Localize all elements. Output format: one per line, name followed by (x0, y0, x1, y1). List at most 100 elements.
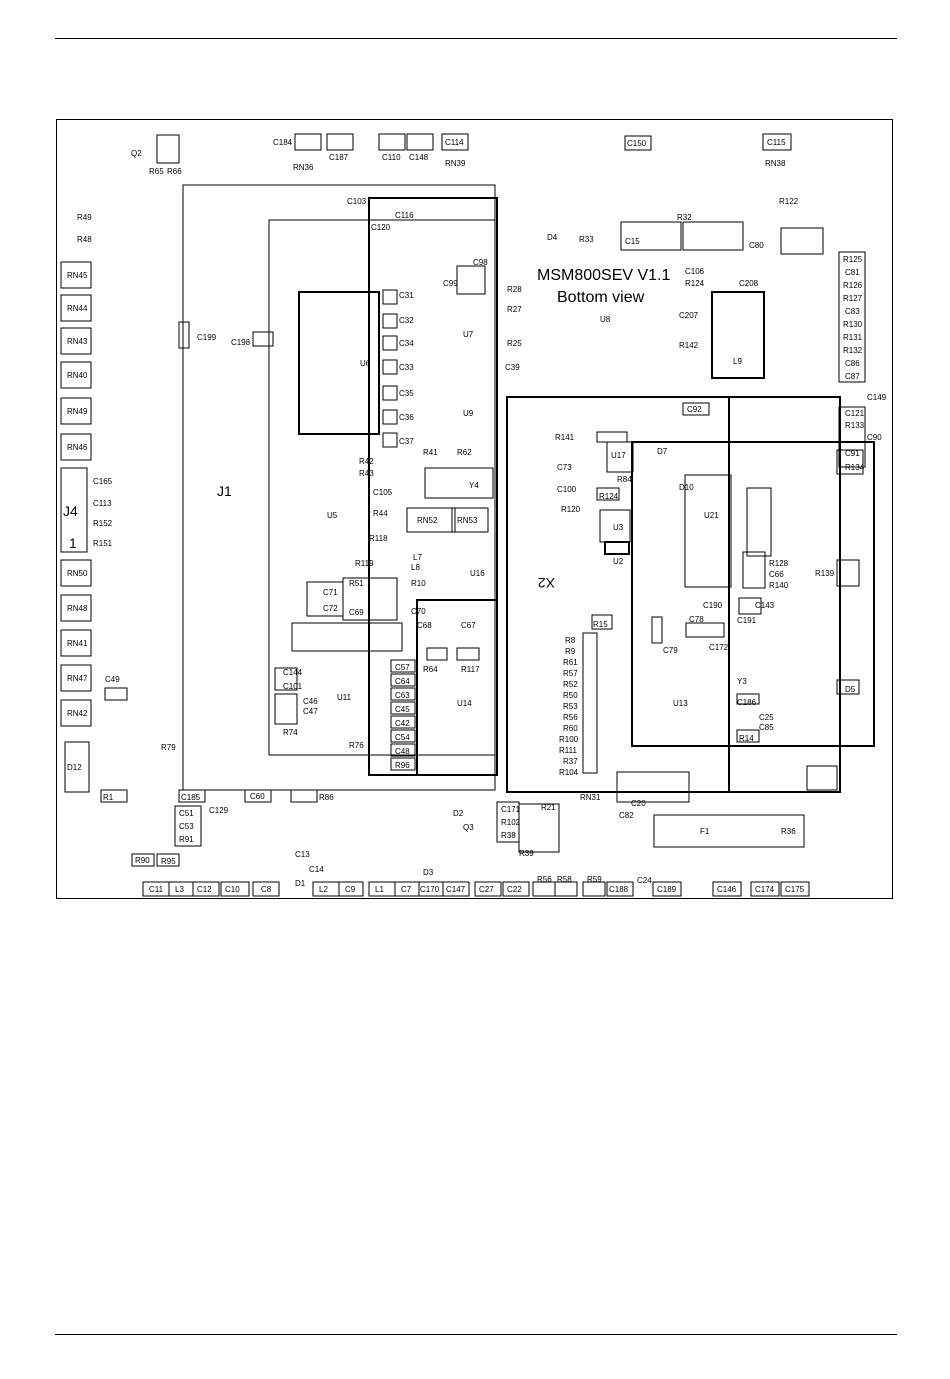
c60-cap (178, 789, 206, 803)
r32-resistor (682, 221, 744, 251)
svg-text:R60: R60 (563, 724, 578, 733)
svg-text:C101: C101 (283, 682, 303, 691)
board-title: MSM800SEV V1.1 (537, 267, 671, 284)
rn36-label: RN36 (293, 163, 314, 172)
svg-text:R142: R142 (679, 341, 699, 350)
svg-text:C27: C27 (479, 885, 494, 894)
svg-text:R133: R133 (845, 421, 865, 430)
svg-text:C190: C190 (703, 601, 723, 610)
svg-text:C189: C189 (657, 885, 677, 894)
svg-text:C82: C82 (619, 811, 634, 820)
svg-text:C80: C80 (749, 241, 764, 250)
u14-cap-labels: C57 C64 C63 C45 C42 C54 C48 R96 (395, 663, 410, 770)
svg-text:R32: R32 (677, 213, 692, 222)
c150-box (624, 135, 652, 151)
svg-text:RN48: RN48 (67, 604, 88, 613)
svg-text:R118: R118 (369, 534, 388, 543)
svg-text:RN47: RN47 (67, 674, 88, 683)
svg-text:C48: C48 (395, 747, 410, 756)
svg-text:R64: R64 (423, 665, 438, 674)
svg-text:R122: R122 (779, 197, 799, 206)
c184-box (294, 133, 322, 151)
svg-text:L7: L7 (413, 553, 422, 562)
c44-c50-array (291, 622, 403, 652)
u8-label: U8 (600, 315, 611, 324)
bottom-row-boxes (142, 881, 810, 897)
u13-label: U13 (673, 699, 688, 708)
svg-text:C33: C33 (399, 363, 414, 372)
svg-text:R57: R57 (563, 669, 578, 678)
svg-text:C63: C63 (395, 691, 410, 700)
u21-label: U21 (704, 511, 719, 520)
c80-group (780, 227, 824, 255)
c186-cap (746, 487, 772, 557)
u6-cap-boxes (382, 289, 398, 448)
c148-box (406, 133, 434, 151)
u6-chip (298, 291, 380, 435)
svg-text:C54: C54 (395, 733, 410, 742)
c73-cap (682, 402, 710, 416)
svg-text:R76: R76 (349, 741, 364, 750)
svg-text:R130: R130 (843, 320, 863, 329)
svg-text:C191: C191 (737, 616, 757, 625)
svg-text:R128: R128 (769, 559, 789, 568)
r74-r76-group (274, 693, 298, 725)
u5-label: U5 (327, 511, 338, 520)
u2-label: U2 (613, 557, 624, 566)
svg-text:R127: R127 (843, 294, 863, 303)
u6-cap-labels: C31 C32 C34 C33 C35 C36 C37 (399, 291, 414, 446)
c165-c113-pair (806, 765, 838, 791)
x2-label: X2 (538, 575, 555, 591)
y4-label: Y4 (469, 481, 479, 490)
svg-text:R104: R104 (559, 768, 579, 777)
svg-text:L1: L1 (375, 885, 384, 894)
footer-rule (55, 1334, 897, 1335)
svg-text:C53: C53 (179, 822, 194, 831)
svg-text:C10: C10 (225, 885, 240, 894)
rn31-label: RN31 (580, 793, 601, 802)
y3-label: Y3 (737, 677, 747, 686)
svg-text:R41: R41 (423, 448, 438, 457)
svg-text:R43: R43 (359, 469, 374, 478)
c99-cap (456, 265, 486, 295)
svg-text:C199: C199 (197, 333, 217, 342)
svg-text:C24: C24 (637, 876, 652, 885)
svg-text:C171: C171 (501, 805, 521, 814)
svg-text:C91: C91 (845, 449, 860, 458)
c25-cap (836, 559, 860, 587)
pcb-svg: MSM800SEV V1.1 Bottom view J1 X2 U8 U7 U… (60, 133, 887, 897)
svg-text:R48: R48 (77, 235, 92, 244)
svg-text:D1: D1 (295, 879, 306, 888)
svg-text:C92: C92 (687, 405, 702, 414)
svg-text:C100: C100 (557, 485, 577, 494)
c14-cap (156, 853, 180, 867)
u14-cap-boxes (390, 659, 416, 771)
svg-text:R62: R62 (457, 448, 472, 457)
svg-text:C83: C83 (845, 307, 860, 316)
svg-text:C105: C105 (373, 488, 393, 497)
bottom-row-labels: C11 L3 C12 C10 C8 L2 C9 L1 C7 C170 C147 … (149, 875, 805, 894)
left-rn-labels: RN45 RN44 RN43 RN40 RN49 RN46 RN50 RN48 … (67, 271, 88, 718)
svg-text:R58: R58 (557, 875, 572, 884)
svg-text:R15: R15 (593, 620, 608, 629)
svg-text:R14: R14 (739, 734, 754, 743)
c82-c20-block (518, 803, 560, 853)
c110-box (378, 133, 406, 151)
u2-chip (604, 541, 630, 555)
svg-text:C113: C113 (93, 499, 112, 508)
rn38-label: RN38 (765, 159, 786, 168)
svg-text:C69: C69 (349, 608, 364, 617)
svg-text:C86: C86 (845, 359, 860, 368)
j1-inner-outline (268, 219, 496, 756)
svg-text:RN40: RN40 (67, 371, 88, 380)
svg-text:RN50: RN50 (67, 569, 88, 578)
svg-text:C9: C9 (345, 885, 356, 894)
svg-text:C106: C106 (685, 267, 705, 276)
c187-box (326, 133, 354, 151)
svg-text:R111: R111 (559, 746, 577, 755)
c198-cap (252, 331, 274, 347)
svg-text:R119: R119 (355, 559, 374, 568)
u11-label: U11 (337, 693, 352, 702)
svg-text:C42: C42 (395, 719, 410, 728)
f1-label: F1 (700, 827, 710, 836)
